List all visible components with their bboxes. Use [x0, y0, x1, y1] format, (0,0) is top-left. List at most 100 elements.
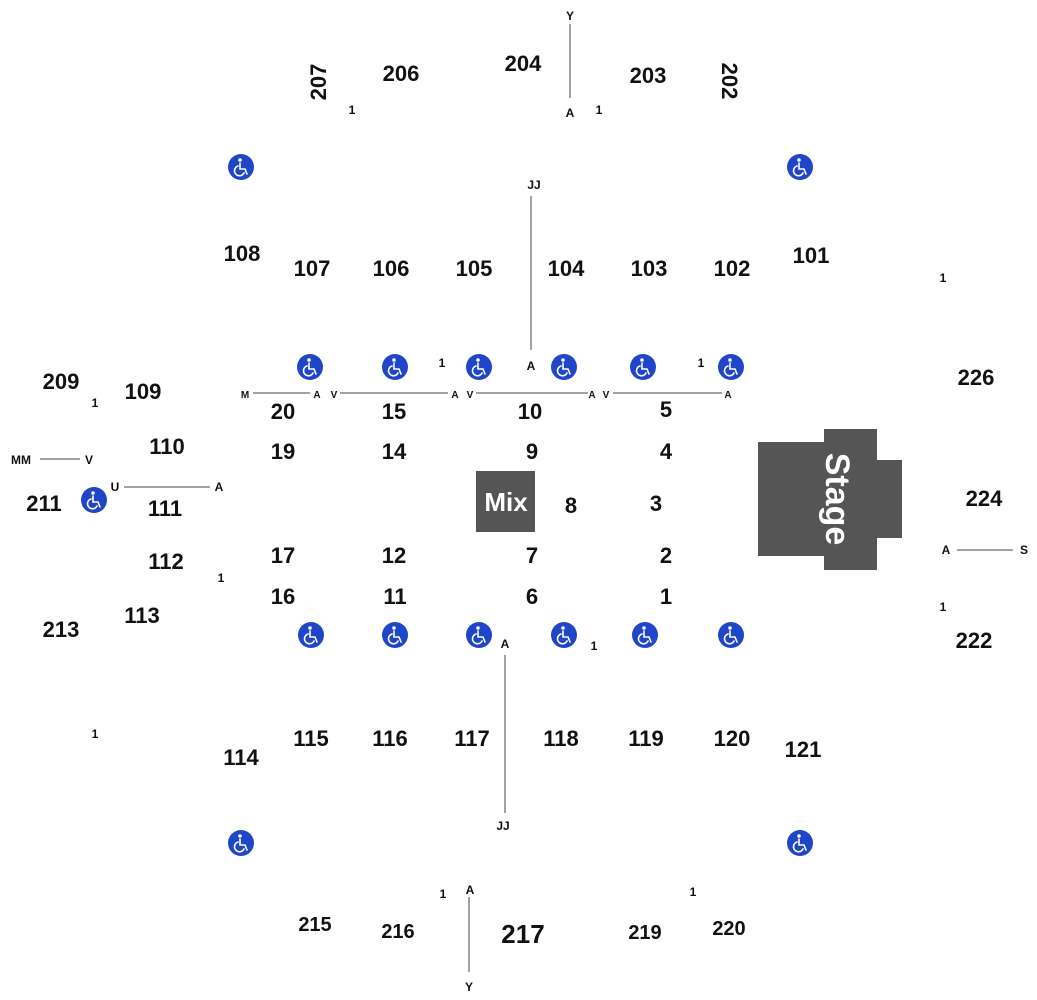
wheelchair-icon [550, 621, 578, 649]
section-216[interactable]: 216 [381, 921, 414, 943]
seat-one-marker: 1 [92, 396, 99, 410]
mix-label: Mix [484, 487, 528, 517]
section-119[interactable]: 119 [628, 726, 664, 751]
floor-row-v-2: V [467, 390, 474, 401]
mix-position[interactable]: Mix [476, 471, 535, 532]
row-marker-mm: MM [11, 453, 31, 467]
wheelchair-icon [786, 829, 814, 857]
section-220[interactable]: 220 [712, 918, 745, 940]
section-217[interactable]: 217 [501, 919, 544, 949]
section-102[interactable]: 102 [714, 256, 751, 281]
wheelchair-icon [465, 353, 493, 381]
section-202[interactable]: 202 [717, 63, 742, 100]
section-222[interactable]: 222 [956, 628, 993, 653]
seat-one-marker: 1 [92, 727, 99, 741]
row-marker-a-center-bottom: A [501, 637, 510, 651]
section-108[interactable]: 108 [224, 241, 261, 266]
seat-one-marker: 1 [690, 885, 697, 899]
floor-section-10[interactable]: 10 [518, 399, 542, 424]
wheelchair-icon [381, 353, 409, 381]
floor-row-a-4: A [724, 390, 731, 401]
section-113[interactable]: 113 [124, 603, 160, 628]
row-marker-y-bottom: Y [465, 980, 473, 994]
floor-row-a-3: A [588, 390, 595, 401]
floor-section-9[interactable]: 9 [526, 439, 538, 464]
floor-section-5[interactable]: 5 [660, 397, 672, 422]
row-marker-a-right: A [942, 543, 951, 557]
section-115[interactable]: 115 [293, 726, 329, 751]
section-109[interactable]: 109 [125, 379, 162, 404]
seat-one-marker: 1 [940, 600, 947, 614]
wheelchair-icon [297, 621, 325, 649]
section-111[interactable]: 111 [148, 496, 182, 521]
seat-one-marker: 1 [349, 103, 356, 117]
floor-row-v-3: V [603, 390, 610, 401]
section-114[interactable]: 114 [223, 745, 259, 770]
section-104[interactable]: 104 [548, 256, 585, 281]
floor-section-15[interactable]: 15 [382, 399, 406, 424]
floor-section-20[interactable]: 20 [271, 399, 295, 424]
section-204[interactable]: 204 [505, 51, 542, 76]
stage-label: Stage [818, 453, 856, 546]
seat-one-marker: 1 [940, 271, 947, 285]
section-103[interactable]: 103 [631, 256, 668, 281]
wheelchair-icon [717, 621, 745, 649]
section-117[interactable]: 117 [454, 726, 490, 751]
floor-row-m: M [241, 390, 249, 401]
section-206[interactable]: 206 [383, 61, 420, 86]
floor-section-2[interactable]: 2 [660, 543, 672, 568]
wheelchair-icon [227, 829, 255, 857]
section-118[interactable]: 118 [543, 726, 579, 751]
stage: Stage [758, 429, 902, 570]
wheelchair-icon [80, 486, 108, 514]
floor-section-14[interactable]: 14 [382, 439, 407, 464]
section-207[interactable]: 207 [306, 64, 331, 101]
section-213[interactable]: 213 [43, 617, 80, 642]
seat-one-marker: 1 [439, 356, 446, 370]
section-107[interactable]: 107 [294, 256, 331, 281]
section-112[interactable]: 112 [148, 549, 184, 574]
section-215[interactable]: 215 [298, 914, 331, 936]
row-marker-s: S [1020, 543, 1028, 557]
row-marker-a-left: A [215, 480, 224, 494]
floor-section-7[interactable]: 7 [526, 543, 538, 568]
floor-section-17[interactable]: 17 [271, 543, 295, 568]
section-219[interactable]: 219 [628, 922, 661, 944]
row-marker-u: U [111, 480, 120, 494]
floor-section-6[interactable]: 6 [526, 584, 538, 609]
stage-shape [758, 429, 902, 570]
floor-section-8[interactable]: 8 [565, 493, 577, 518]
section-209[interactable]: 209 [43, 369, 80, 394]
floor-section-12[interactable]: 12 [382, 543, 406, 568]
floor-row-a-1: A [313, 390, 320, 401]
floor-section-1[interactable]: 1 [660, 584, 672, 609]
row-marker-jj-top: JJ [527, 178, 540, 192]
wheelchair-icon [629, 353, 657, 381]
floor-section-3[interactable]: 3 [650, 491, 662, 516]
wheelchair-icon [381, 621, 409, 649]
section-101[interactable]: 101 [793, 243, 830, 268]
section-116[interactable]: 116 [372, 726, 408, 751]
wheelchair-icon [786, 153, 814, 181]
wheelchair-icon [227, 153, 255, 181]
mix-box [476, 471, 535, 532]
section-211[interactable]: 211 [26, 491, 62, 516]
section-224[interactable]: 224 [966, 486, 1003, 511]
section-110[interactable]: 110 [149, 434, 185, 459]
section-105[interactable]: 105 [456, 256, 493, 281]
floor-section-11[interactable]: 11 [383, 584, 406, 609]
section-121[interactable]: 121 [785, 737, 822, 762]
seat-one-marker: 1 [596, 103, 603, 117]
wheelchair-icon [465, 621, 493, 649]
row-marker-v-left: V [85, 453, 93, 467]
floor-section-4[interactable]: 4 [660, 439, 673, 464]
section-226[interactable]: 226 [958, 365, 995, 390]
section-120[interactable]: 120 [714, 726, 751, 751]
section-106[interactable]: 106 [373, 256, 410, 281]
section-203[interactable]: 203 [630, 63, 667, 88]
wheelchair-icon [631, 621, 659, 649]
floor-row-a-2: A [451, 390, 458, 401]
floor-section-16[interactable]: 16 [271, 584, 295, 609]
floor-section-19[interactable]: 19 [271, 439, 295, 464]
